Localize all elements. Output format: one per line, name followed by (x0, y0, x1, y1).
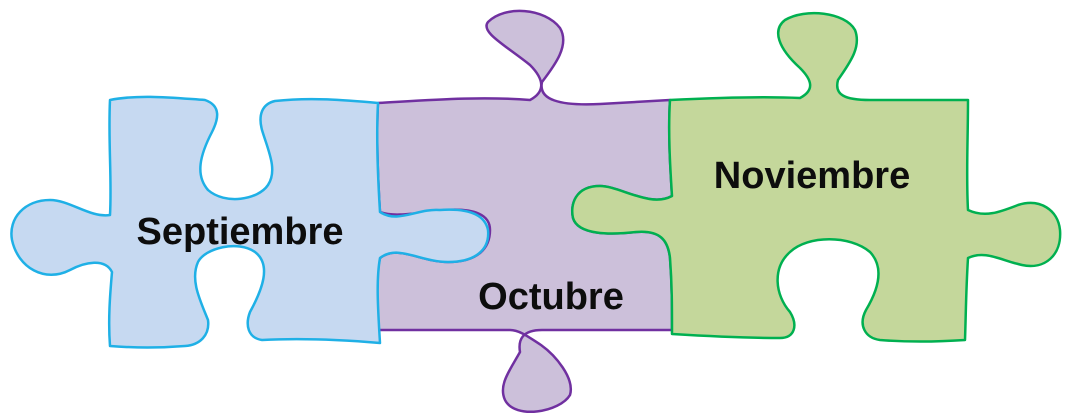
october-label: Octubre (478, 276, 624, 318)
september-label: Septiembre (137, 211, 344, 253)
puzzle-piece-september (10, 95, 490, 349)
puzzle-piece-september-outline (10, 95, 490, 349)
puzzle-piece-november (571, 11, 1062, 343)
puzzle-piece-october-shape (376, 10, 672, 412)
puzzle-piece-november-shape (572, 13, 1061, 342)
november-label: Noviembre (714, 155, 910, 197)
puzzle-piece-november-outline (571, 11, 1062, 343)
puzzle-piece-september-shape (11, 96, 489, 348)
